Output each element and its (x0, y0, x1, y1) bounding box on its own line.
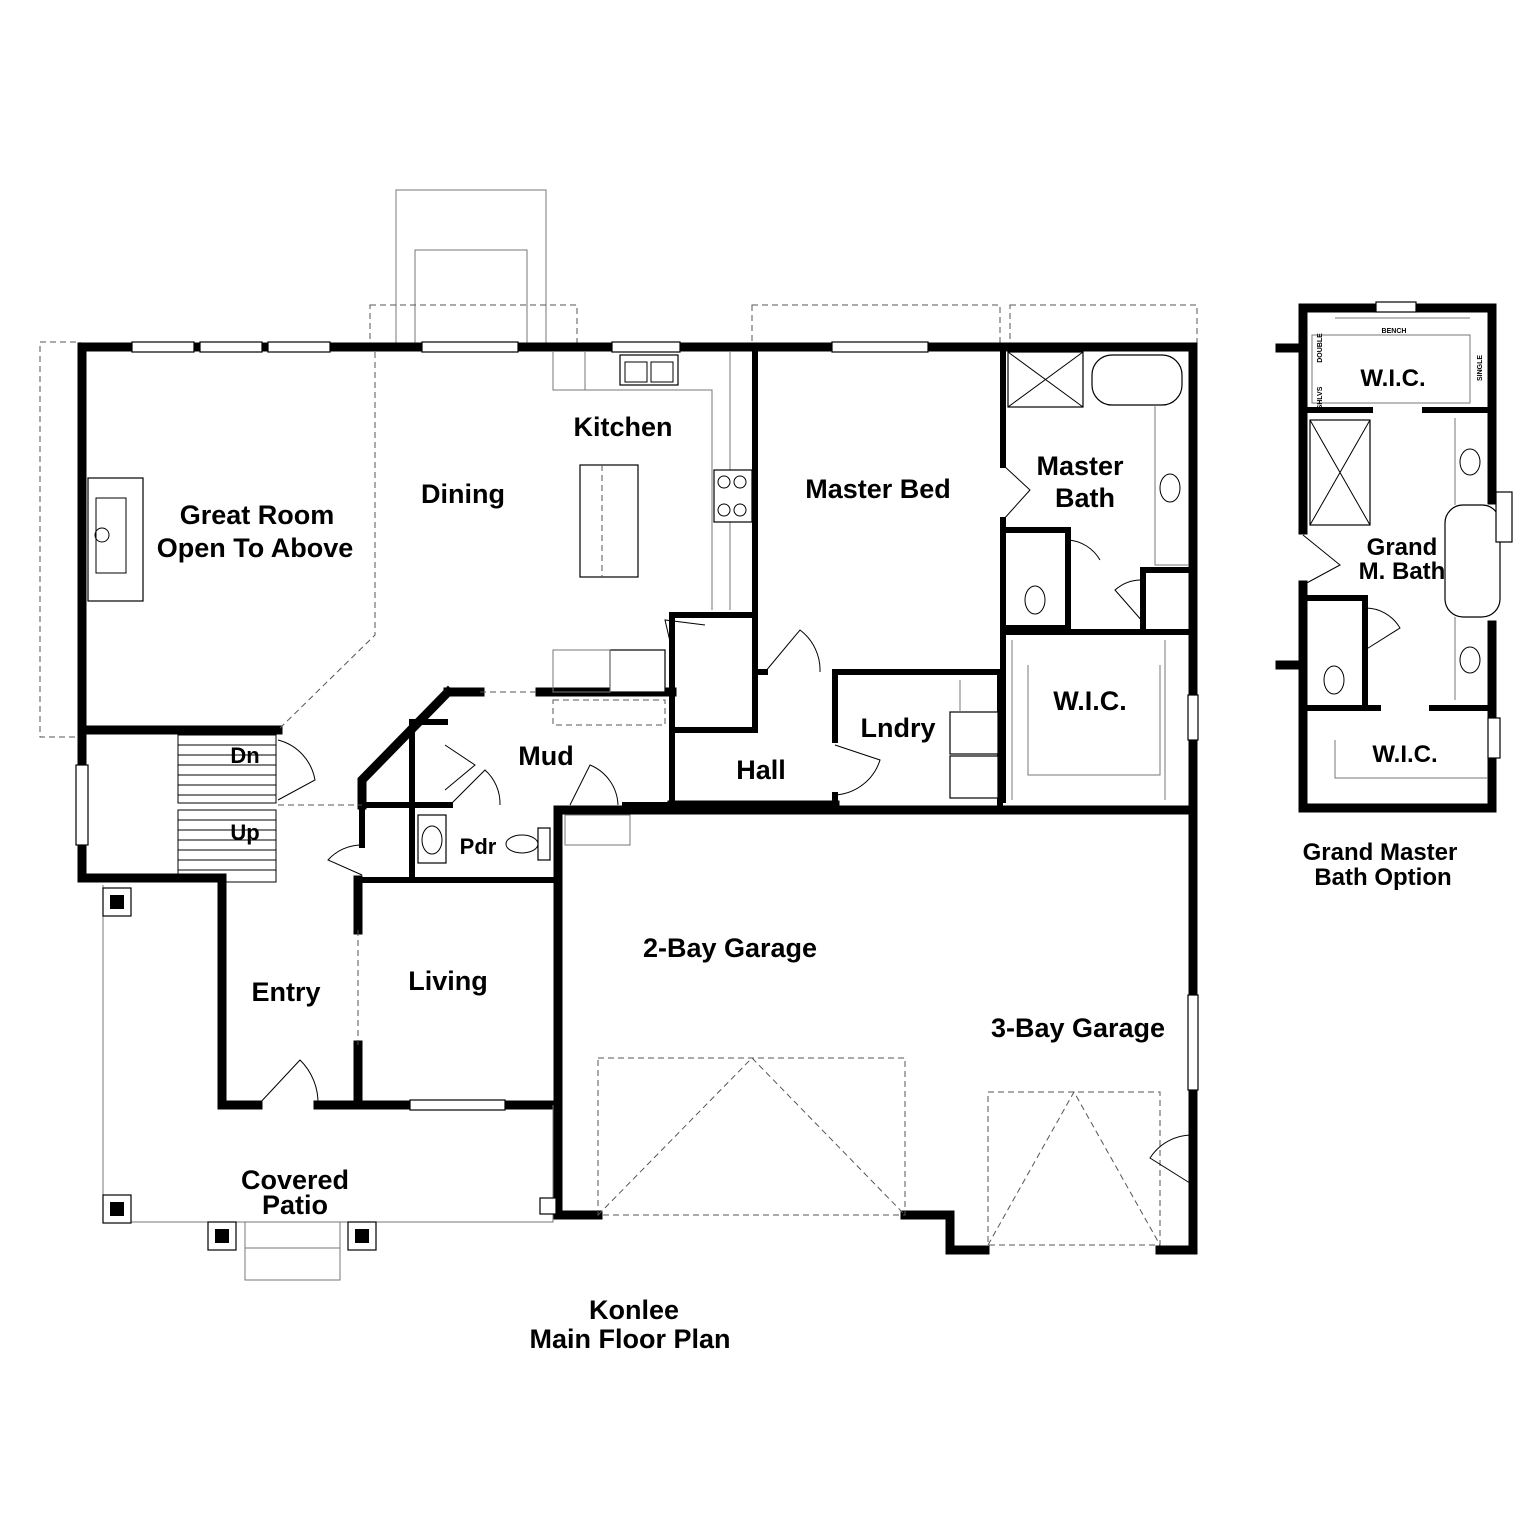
great-room-label-2: Open To Above (157, 533, 354, 563)
option-wic-top-label: W.I.C. (1360, 365, 1425, 392)
mud-label: Mud (518, 741, 573, 771)
powder-label: Pdr (460, 834, 497, 859)
kitchen-fixtures (552, 352, 753, 693)
covered-patio (102, 885, 557, 1281)
entry-label: Entry (251, 977, 320, 1007)
garage-2bay-label: 2-Bay Garage (643, 933, 817, 963)
plan-subtitle: Main Floor Plan (529, 1324, 730, 1354)
kitchen-label: Kitchen (573, 412, 672, 442)
option-title-2: Bath Option (1314, 864, 1451, 891)
option-labels: W.I.C. W.I.C. Grand M. Bath BENCH DOUBLE… (1303, 328, 1484, 891)
wic-label: W.I.C. (1053, 686, 1127, 716)
grand-master-option-plan (1275, 301, 1513, 813)
bench-label: BENCH (1382, 328, 1407, 335)
master-bed-label: Master Bed (805, 474, 951, 504)
double-label: DOUBLE (1317, 333, 1324, 363)
living-label: Living (408, 966, 488, 996)
patio-label-2: Patio (262, 1190, 328, 1220)
option-bath-label: Grand (1367, 534, 1438, 561)
stairs-down-label: Dn (230, 743, 259, 768)
windows (75, 341, 1199, 1111)
master-bath-fixtures (1007, 351, 1188, 615)
hall-label: Hall (736, 755, 786, 785)
great-room-label: Great Room (180, 500, 335, 530)
option-title: Grand Master (1303, 839, 1458, 866)
stairs-up-label: Up (230, 820, 259, 845)
option-bath-label-2: M. Bath (1359, 558, 1446, 585)
plan-name: Konlee (589, 1295, 679, 1325)
laundry-wic-details (949, 640, 1166, 800)
shelves-label: SHLVS (1317, 386, 1324, 409)
single-label: SINGLE (1477, 355, 1484, 381)
master-bath-label: Master (1036, 451, 1124, 481)
laundry-label: Lndry (860, 713, 935, 743)
doors (257, 464, 1144, 1106)
plan-title: Konlee Main Floor Plan (529, 1295, 730, 1354)
interior-openings (277, 352, 666, 1045)
option-wic-bottom-label: W.I.C. (1372, 741, 1437, 768)
patio-label: Covered (241, 1165, 349, 1195)
garage-3bay-label: 3-Bay Garage (991, 1013, 1165, 1043)
master-bath-label-2: Bath (1055, 483, 1115, 513)
fireplace (87, 477, 144, 602)
dining-label: Dining (421, 479, 505, 509)
garage-doors (564, 814, 1194, 1246)
room-labels: Great Room Open To Above Dining Kitchen … (157, 412, 1165, 1220)
powder-fixtures (417, 814, 551, 864)
interior-walls (77, 344, 1198, 1110)
stairs (177, 734, 277, 883)
